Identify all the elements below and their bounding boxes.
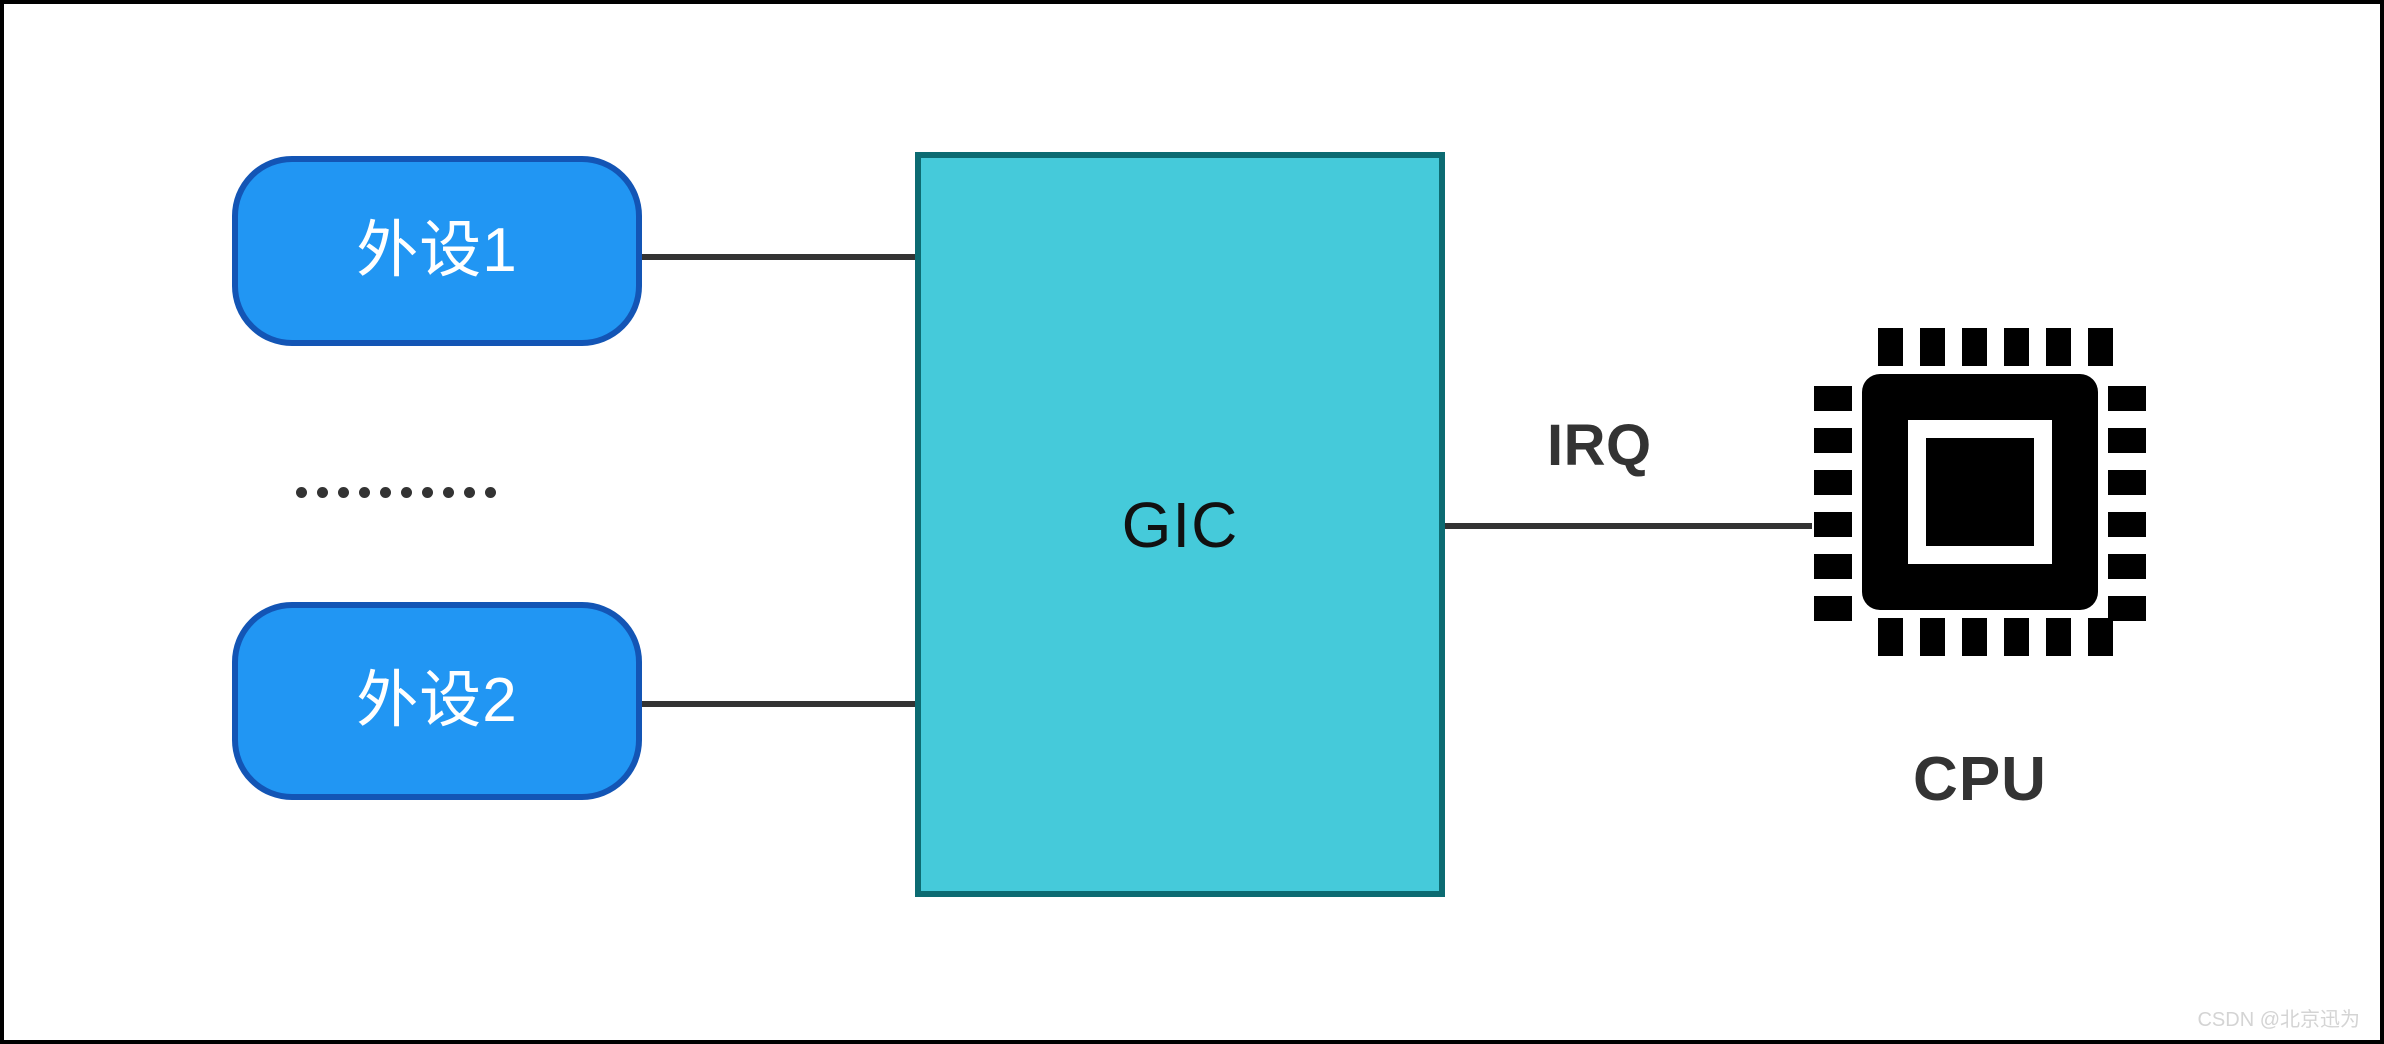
node-gic-label: GIC <box>1121 488 1239 561</box>
ellipsis-dot <box>317 486 328 498</box>
node-peripheral-2[interactable]: 外设2 <box>232 602 642 800</box>
edge-peripheral-1-to-gic <box>638 254 920 260</box>
ellipsis-dot <box>485 486 496 498</box>
node-cpu[interactable] <box>1804 316 2156 668</box>
ellipsis-dot <box>338 486 349 498</box>
ellipsis-dot <box>443 486 454 498</box>
edge-label-irq: IRQ <box>1547 413 1652 478</box>
node-peripheral-1-label: 外设1 <box>356 216 518 285</box>
ellipsis-dot <box>380 486 391 498</box>
cpu-chip-icon <box>1814 328 2146 656</box>
ellipsis-dot <box>296 486 307 498</box>
node-peripheral-1[interactable]: 外设1 <box>232 156 642 346</box>
watermark: CSDN @北京迅为 <box>2197 1009 2360 1031</box>
edge-gic-to-cpu <box>1440 523 1812 529</box>
edge-peripheral-2-to-gic <box>638 701 920 707</box>
ellipsis-dot <box>422 486 433 498</box>
ellipsis-dot <box>359 486 370 498</box>
diagram-stage: 外设1 外设2 GIC IRQ <box>4 4 2380 1040</box>
ellipsis-dot <box>401 486 412 498</box>
node-peripheral-2-label: 外设2 <box>356 666 518 735</box>
node-cpu-label: CPU <box>1913 745 2047 814</box>
ellipsis-dot <box>464 486 475 498</box>
ellipsis-dots <box>296 482 496 502</box>
node-gic[interactable]: GIC <box>915 152 1445 897</box>
